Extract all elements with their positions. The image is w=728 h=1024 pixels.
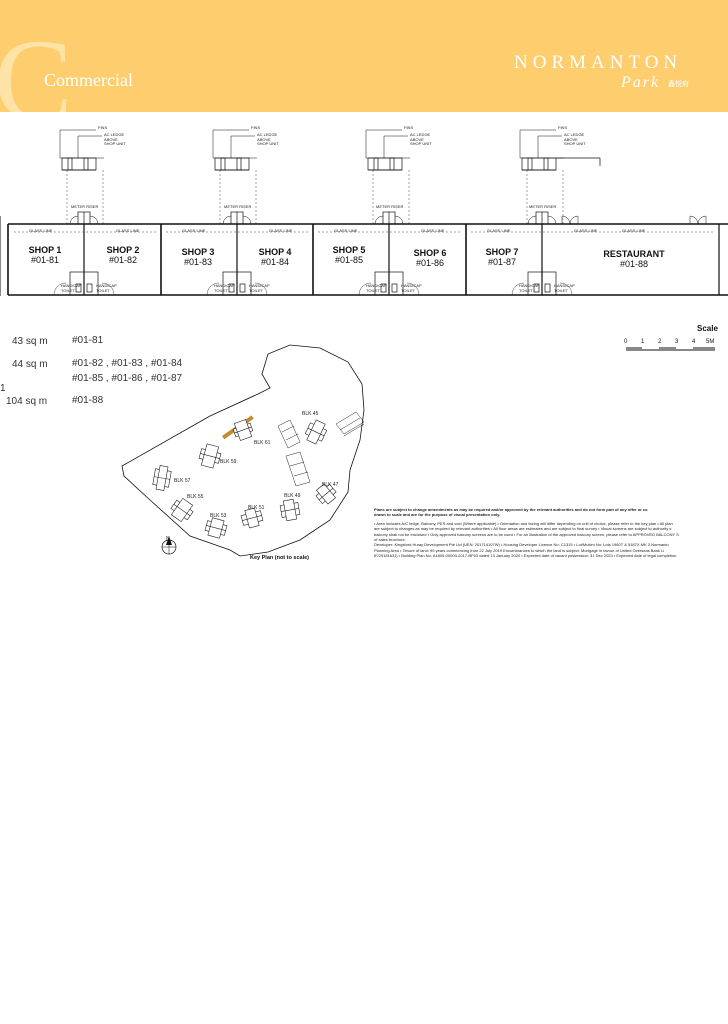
fins-label: FINS	[558, 125, 568, 130]
glass-line-label: GLASS LINE	[29, 228, 53, 233]
shop-4-label: SHOP 4	[258, 247, 292, 257]
notes-heading: Plans are subject to change amendments a…	[374, 507, 648, 512]
ac-ledge-label: AC LEDGE ABOVE SHOP UNIT	[564, 132, 586, 147]
shop-1-unit: #01-81	[30, 255, 60, 265]
section-letter: C	[0, 15, 73, 113]
handicap-toilet-label: HANDICAP TOILET	[554, 283, 575, 293]
glass-line-label: GLASS LINE	[574, 228, 598, 233]
section-title: Commercial	[44, 70, 133, 90]
handicap-toilet-label: HANDICAP TOILET	[366, 283, 387, 293]
ac-ledge-label: AC LEDGE ABOVE SHOP UNIT	[257, 132, 279, 147]
block-label: BLK 53	[210, 513, 227, 519]
shop-6-unit: #01-86	[415, 258, 445, 268]
scale-tick: 1	[641, 339, 645, 345]
brand-logo-cn: 鑫悦府	[668, 81, 689, 88]
shop-3-unit: #01-83	[183, 257, 213, 267]
ac-ledge-label: AC LEDGE ABOVE SHOP UNIT	[410, 132, 432, 147]
handicap-toilet-label: HANDICAP TOILET	[96, 283, 117, 293]
glass-line-label: GLASS LINE	[487, 228, 511, 233]
block-label: BLK 59	[220, 459, 237, 465]
disclaimer-notes: Plans are subject to change amendments a…	[374, 507, 728, 559]
shop-4-unit: #01-84	[260, 257, 290, 267]
scale-bar	[626, 347, 715, 351]
area-units: #01-88	[72, 395, 104, 406]
meter-riser-label: METER RISER	[529, 204, 557, 209]
area-value: 43 sq m	[12, 336, 48, 347]
notes-line: Planning Area • Tenure of land: 99 years…	[374, 547, 665, 553]
block-label: BLK 51	[248, 505, 265, 511]
area-value: 44 sq m	[12, 359, 48, 370]
scale-tick: 4	[692, 339, 696, 345]
brand-logo-text: NORMANTON	[514, 52, 683, 73]
scale-tick: 5M	[706, 339, 715, 345]
meter-riser-label: METER RISER	[224, 204, 252, 209]
glass-line-label: GLASS LINE	[269, 228, 293, 233]
notes-line: Developer: Kingsford Huray Development P…	[374, 542, 669, 548]
shop-7-label: SHOP 7	[485, 247, 519, 257]
handicap-toilet-label: HANDICAP TOILET	[401, 283, 422, 293]
notes-line: IF/2918163J) • Building Plan No: A1805-0…	[374, 553, 677, 559]
block-label: BLK 57	[174, 478, 191, 484]
handicap-toilet-label: HANDICAP TOILET	[249, 283, 270, 293]
side-marker: 1	[0, 383, 6, 394]
notes-line: balcony shall not be enclosed • Only app…	[374, 531, 679, 537]
shop-2-label: SHOP 2	[106, 245, 140, 255]
meter-riser-label: METER RISER	[376, 204, 404, 209]
area-units: #01-85 , #01-86 , #01-87	[72, 373, 183, 384]
north-label: N	[166, 536, 170, 542]
fins-label: FINS	[404, 125, 414, 130]
restaurant-unit: #01-88	[619, 259, 649, 269]
area-units: #01-81	[72, 335, 104, 346]
scale-tick: 3	[675, 339, 679, 345]
handicap-toilet-label: HANDICAP TOILET	[519, 283, 540, 293]
scale-title: Scale	[697, 324, 718, 333]
notes-heading: drawn to scale and are for the purpose o…	[374, 512, 501, 518]
notes-line: • Area includes A/C ledge, Balcony, PES …	[374, 520, 673, 526]
block-label: BLK 45	[302, 411, 319, 417]
meter-riser-label: METER RISER	[71, 204, 99, 209]
header-banner: C Commercial NORMANTON Park 鑫悦府	[0, 0, 728, 112]
area-units: #01-82 , #01-83 , #01-84	[72, 358, 183, 369]
notes-line: are subject to changes as may be require…	[374, 526, 672, 532]
handicap-toilet-label: HANDICAP TOILET	[61, 283, 82, 293]
shop-1-label: SHOP 1	[28, 245, 62, 255]
scale-tick: 2	[658, 339, 662, 345]
fins-label: FINS	[98, 125, 108, 130]
restaurant-label: RESTAURANT	[603, 249, 665, 259]
glass-line-label: GLASS LINE	[622, 228, 646, 233]
key-plan-caption: Key Plan (not to scale)	[250, 555, 309, 561]
scale-tick: 0	[624, 339, 628, 345]
area-value: 104 sq m	[6, 396, 48, 407]
floor-plan	[0, 129, 728, 296]
notes-line: of sales brochure.	[374, 537, 406, 543]
glass-line-label: GLASS LINE	[421, 228, 445, 233]
block-label: BLK 47	[322, 482, 339, 488]
fins-label: FINS	[251, 125, 261, 130]
shop-5-label: SHOP 5	[332, 245, 366, 255]
shop-2-unit: #01-82	[108, 255, 138, 265]
brand-logo-sub: Park	[621, 74, 661, 91]
glass-line-label: GLASS LINE	[116, 228, 140, 233]
block-label: BLK 55	[187, 494, 204, 500]
glass-line-label: GLASS LINE	[182, 228, 206, 233]
handicap-toilet-label: HANDICAP TOILET	[214, 283, 235, 293]
shop-6-label: SHOP 6	[413, 248, 447, 258]
shop-5-unit: #01-85	[334, 255, 364, 265]
glass-line-label: GLASS LINE	[334, 228, 358, 233]
ac-ledge-label: AC LEDGE ABOVE SHOP UNIT	[104, 132, 126, 147]
shop-7-unit: #01-87	[487, 257, 517, 267]
shop-3-label: SHOP 3	[181, 247, 215, 257]
block-label: BLK 49	[284, 493, 301, 499]
block-label: BLK 61	[254, 440, 271, 446]
